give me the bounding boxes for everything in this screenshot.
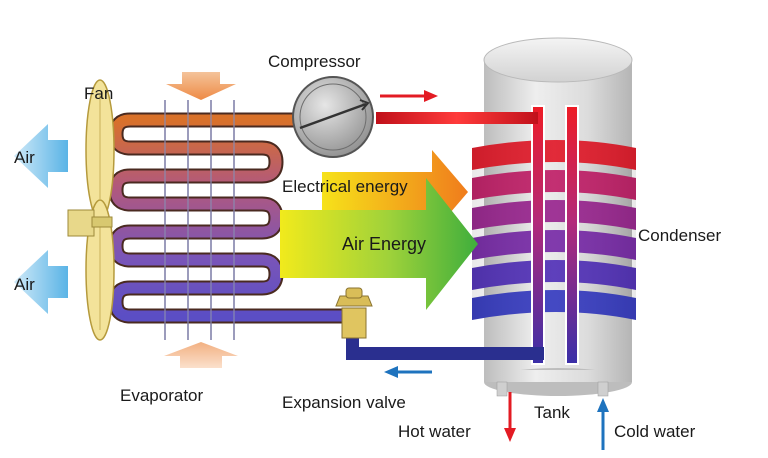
- air-label-bottom: Air: [14, 275, 35, 294]
- air-energy-arrow: [280, 178, 478, 310]
- air-energy-label: Air Energy: [342, 234, 426, 254]
- electrical-energy-arrow: [322, 150, 468, 234]
- hot-water-label: Hot water: [398, 422, 471, 441]
- cold-water-label: Cold water: [614, 422, 696, 441]
- tank-inner-pipes: [531, 105, 579, 365]
- evaporator-coil: [108, 100, 354, 340]
- fan: [67, 79, 115, 341]
- cold-flow-arrow: [384, 366, 432, 378]
- heat-in-arrow-top: [166, 72, 236, 100]
- expansion-valve: [335, 287, 373, 339]
- tank-label: Tank: [534, 403, 570, 422]
- compressor: [292, 76, 374, 158]
- expansion-valve-label: Expansion valve: [282, 393, 406, 412]
- compressor-label: Compressor: [268, 52, 361, 71]
- hot-refrigerant-pipe: [376, 112, 538, 124]
- cold-water-arrow: [597, 398, 609, 450]
- air-out-arrow-top: [14, 124, 68, 188]
- air-label-top: Air: [14, 148, 35, 167]
- heat-in-arrow-bottom: [164, 342, 238, 368]
- electrical-energy-label: Electrical energy: [282, 177, 408, 196]
- fan-label: Fan: [84, 84, 113, 103]
- evaporator-label: Evaporator: [120, 386, 203, 405]
- hot-water-arrow: [504, 392, 516, 442]
- condenser-label: Condenser: [638, 226, 722, 245]
- hot-flow-arrow: [380, 90, 438, 102]
- condenser-coils: [472, 140, 636, 320]
- air-out-arrow-bottom: [14, 250, 68, 314]
